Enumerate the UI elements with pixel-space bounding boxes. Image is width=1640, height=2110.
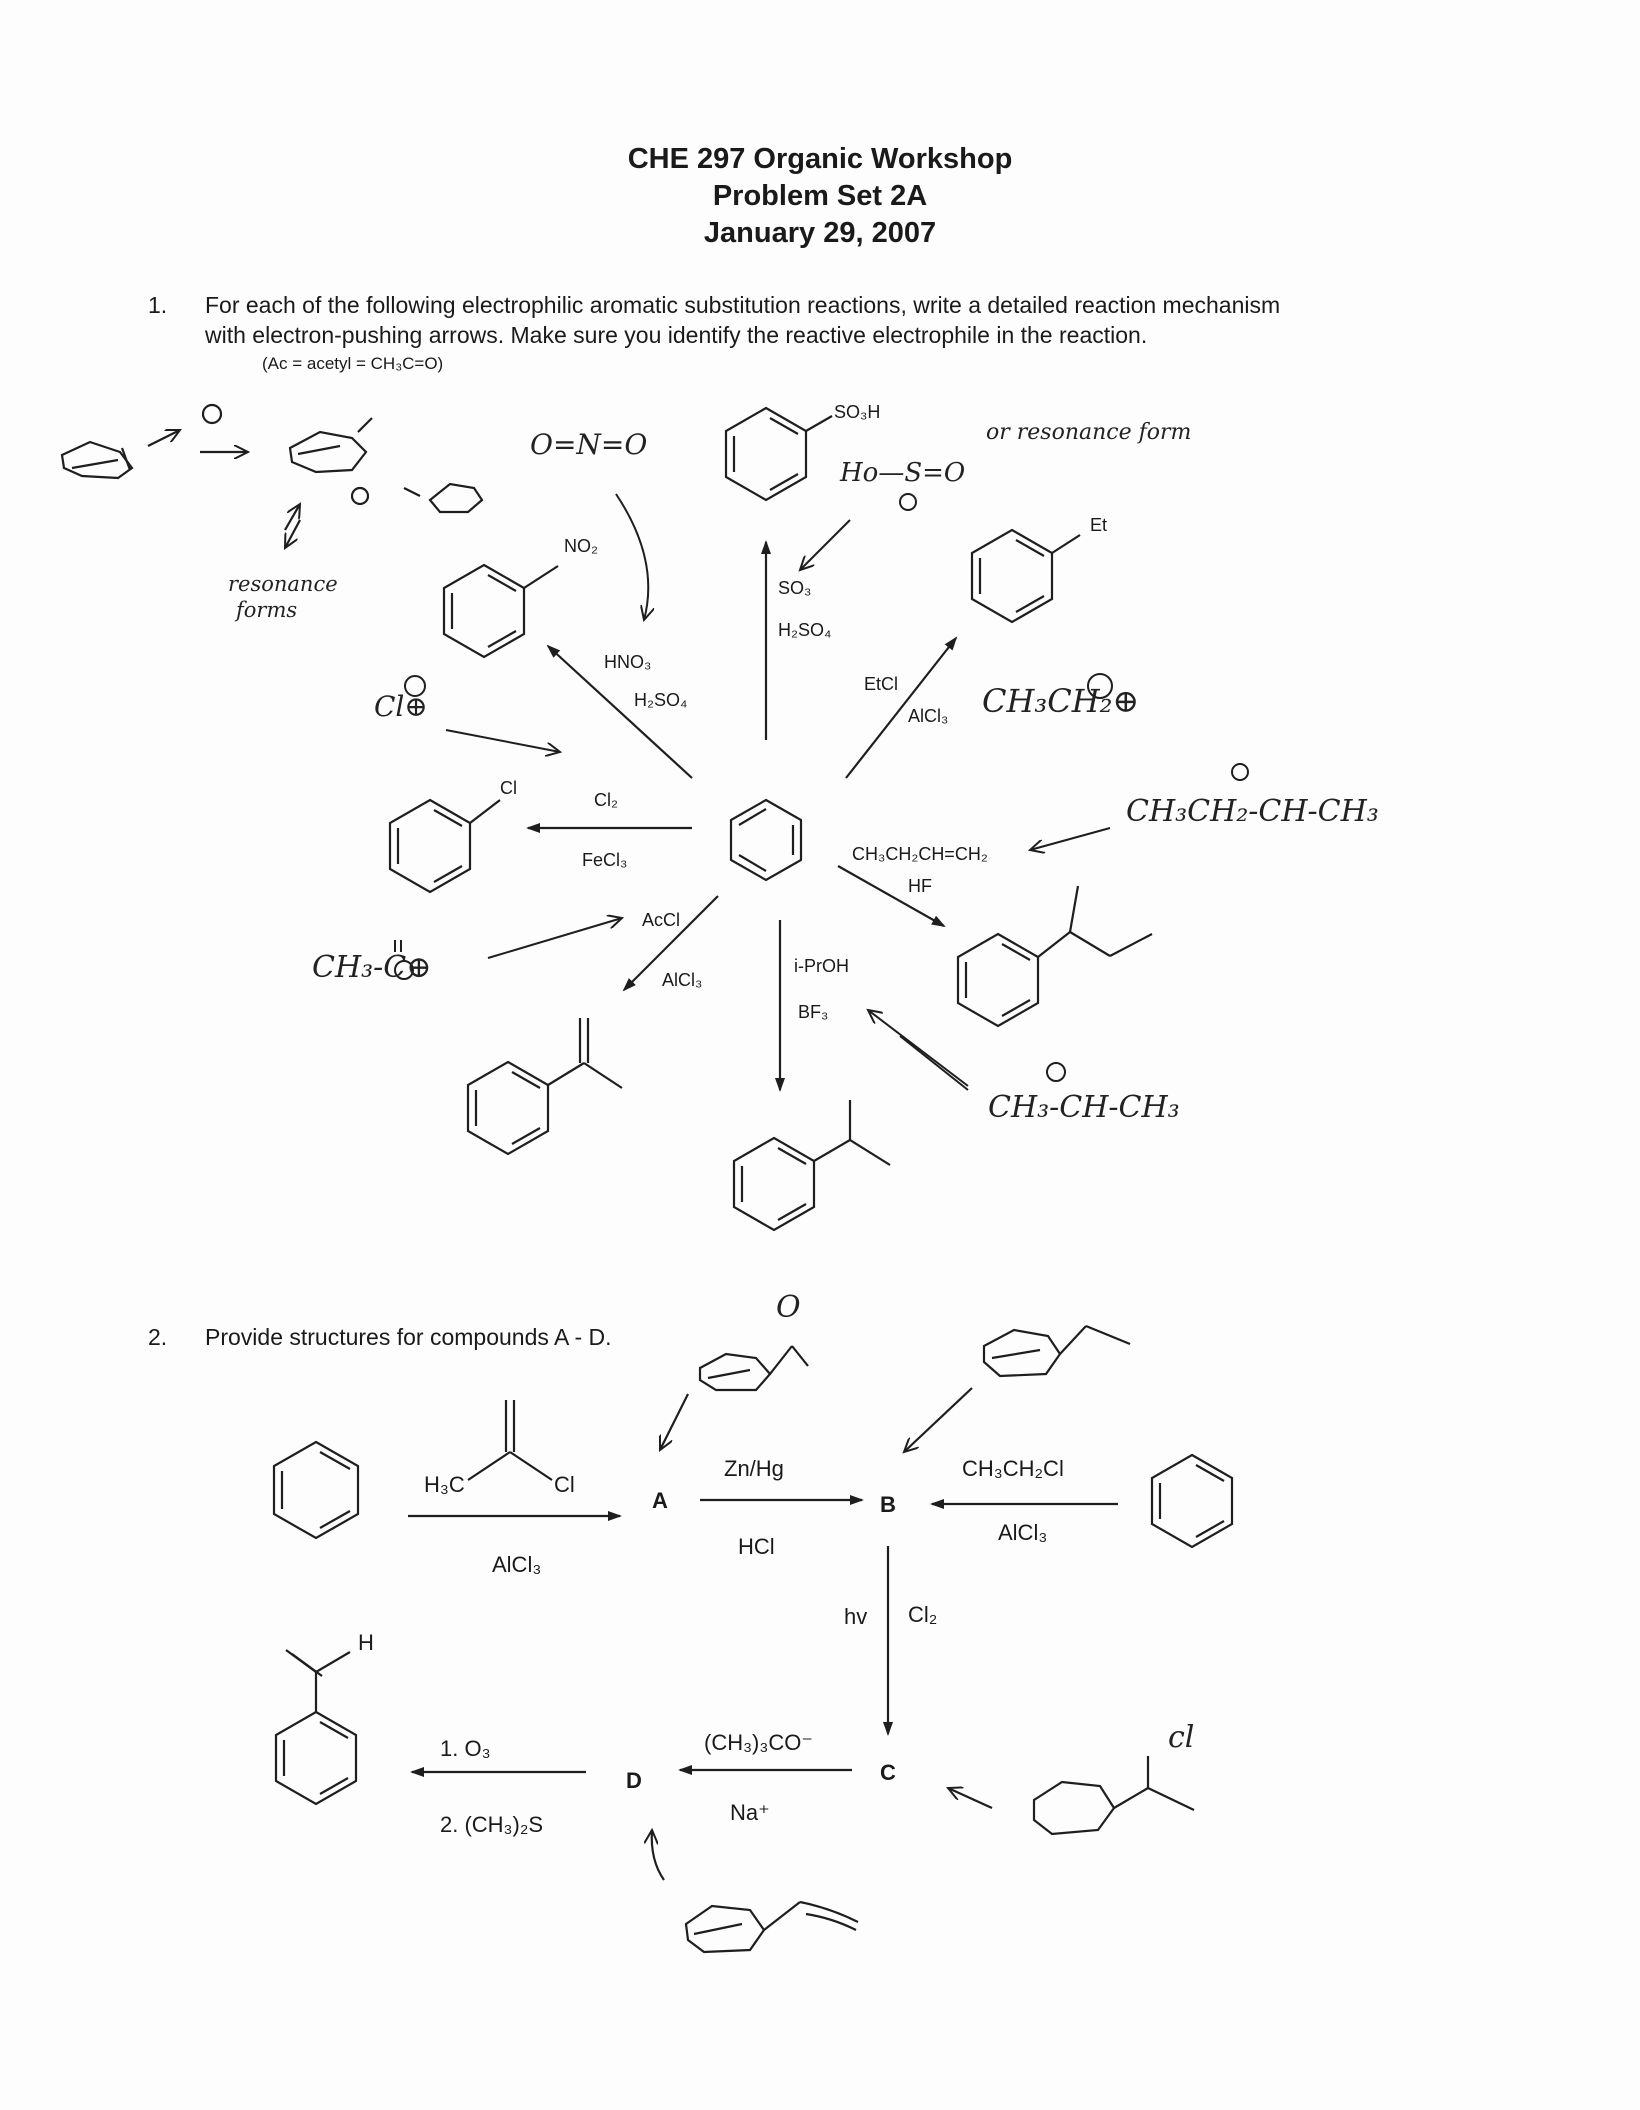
problem1-number: 1. — [148, 292, 168, 318]
acetyl-chloride-structure — [467, 1400, 553, 1481]
acylium-arrow — [487, 918, 622, 959]
compound-c-label: C — [880, 1760, 896, 1785]
problem1-text-line1: For each of the following electrophilic … — [205, 292, 1281, 318]
reagent-alcl3-b: AlCl₃ — [998, 1520, 1048, 1545]
reagent-ethyl-chloride: CH₃CH₂Cl — [962, 1456, 1064, 1481]
reagent-sodium: Na⁺ — [730, 1800, 770, 1825]
answer-d-sketch — [652, 1830, 859, 1954]
sulfonium-arrow — [800, 519, 851, 570]
handwritten-resonance: resonance — [228, 572, 338, 596]
benzene-start-right — [1150, 1453, 1234, 1549]
reagent-etcl: EtCl — [864, 674, 899, 694]
problem2-number: 2. — [148, 1324, 168, 1350]
acetophenone-structure — [466, 1018, 623, 1156]
answer-c-sketch — [948, 1756, 1195, 1836]
handwritten-nitronium: O=N=O — [530, 428, 648, 461]
acetyl-note: (Ac = acetyl = CH₃C=O) — [262, 354, 444, 373]
reagent-alcl3-acylation: AlCl₃ — [662, 970, 703, 990]
central-benzene — [729, 798, 803, 882]
cumene-structure — [732, 1100, 891, 1232]
reagent-butene: CH₃CH₂CH=CH₂ — [852, 844, 988, 864]
reagent-dimethyl-sulfide: 2. (CH₃)₂S — [440, 1812, 544, 1837]
sec-butylbenzene-structure — [956, 885, 1153, 1028]
nitrobenzene-structure — [442, 563, 559, 659]
sulfonic-acid-label: SO₃H — [834, 402, 881, 422]
mechanism-sketch — [60, 403, 484, 548]
chloro-group-label: Cl — [500, 778, 517, 798]
reagent-hcl: HCl — [738, 1534, 775, 1559]
problem1-text-line2: with electron-pushing arrows. Make sure … — [205, 322, 1148, 348]
handwritten-ethyl-cation: CH₃CH₂⊕ — [982, 682, 1140, 720]
reagent-fecl3: FeCl₃ — [582, 850, 628, 870]
reagent-h2so4-sulfonation: H₂SO₄ — [778, 620, 832, 640]
worksheet-subtitle: Problem Set 2A — [712, 180, 928, 212]
compound-a-label: A — [652, 1488, 668, 1513]
benzaldehyde-structure — [274, 1649, 358, 1806]
compound-d-label: D — [626, 1768, 642, 1793]
compound-b-label: B — [880, 1492, 896, 1517]
chlorobenzene-structure — [388, 798, 501, 894]
reagent-znhg: Zn/Hg — [724, 1456, 784, 1481]
acylation-arrow — [622, 895, 719, 992]
handwritten-ketone-o: O — [776, 1290, 801, 1325]
nitro-group-label: NO₂ — [564, 536, 598, 556]
worksheet-date: January 29, 2007 — [703, 217, 937, 249]
handwritten-sec-butyl-cation: CH₃CH₂-CH-CH₃ — [1126, 794, 1379, 829]
sec-butyl-arrow — [1030, 827, 1111, 850]
handwritten-sulfonium: Ho—S=O — [840, 458, 966, 488]
reagent-hf: HF — [908, 876, 932, 896]
reagent-cl-label: Cl — [554, 1472, 575, 1497]
reagent-alcl3-a: AlCl₃ — [492, 1552, 542, 1577]
reagent-alcl3-ethylation: AlCl₃ — [908, 706, 949, 726]
isopropyl-arrow-1 — [868, 1010, 969, 1087]
reagent-bf3: BF₃ — [798, 1002, 829, 1022]
handwritten-or-resonance-form: or resonance form — [986, 420, 1192, 445]
reagent-acetyl-chloride: AcCl — [642, 910, 681, 930]
reagent-h2so4-nitration: H₂SO₄ — [634, 690, 688, 710]
benzene-start-left — [272, 1440, 360, 1540]
reagent-hv: hv — [844, 1604, 868, 1629]
aldehyde-h-label: H — [358, 1630, 374, 1655]
handwritten-chloronium: Cl⊕ — [374, 690, 428, 723]
ethylbenzene-structure — [970, 528, 1081, 624]
reagent-h3c-label: H₃C — [424, 1472, 465, 1497]
reagent-cl2: Cl₂ — [594, 790, 618, 810]
reagent-ipropanol: i-PrOH — [794, 956, 849, 976]
ethylation-arrow — [845, 636, 958, 779]
handwritten-isopropyl-cation: CH₃-CH-CH₃ — [988, 1090, 1180, 1125]
nitration-arrow — [546, 644, 693, 779]
benzenesulfonic-acid-structure — [724, 406, 833, 502]
alkylation-butene-arrow — [837, 865, 946, 927]
reagent-cl2-b: Cl₂ — [908, 1602, 938, 1627]
problem2-text: Provide structures for compounds A - D. — [205, 1324, 612, 1350]
reagent-so3: SO₃ — [778, 578, 812, 598]
reagent-ozone: 1. O₃ — [440, 1736, 491, 1761]
reagent-tert-butoxide: (CH₃)₃CO⁻ — [704, 1730, 813, 1755]
reagent-hno3: HNO₃ — [604, 652, 652, 672]
handwritten-acylium: CH₃-C⊕ — [312, 950, 432, 985]
answer-a-sketch — [660, 1345, 809, 1450]
chloronium-arrow — [445, 729, 560, 752]
answer-b-sketch — [904, 1324, 1131, 1452]
handwritten-chloro-label: cl — [1168, 1720, 1195, 1755]
handwritten-forms: forms — [236, 598, 298, 622]
worksheet-title: CHE 297 Organic Workshop — [627, 143, 1013, 175]
ethyl-group-label: Et — [1090, 515, 1108, 535]
nitronium-arrow — [615, 493, 648, 620]
